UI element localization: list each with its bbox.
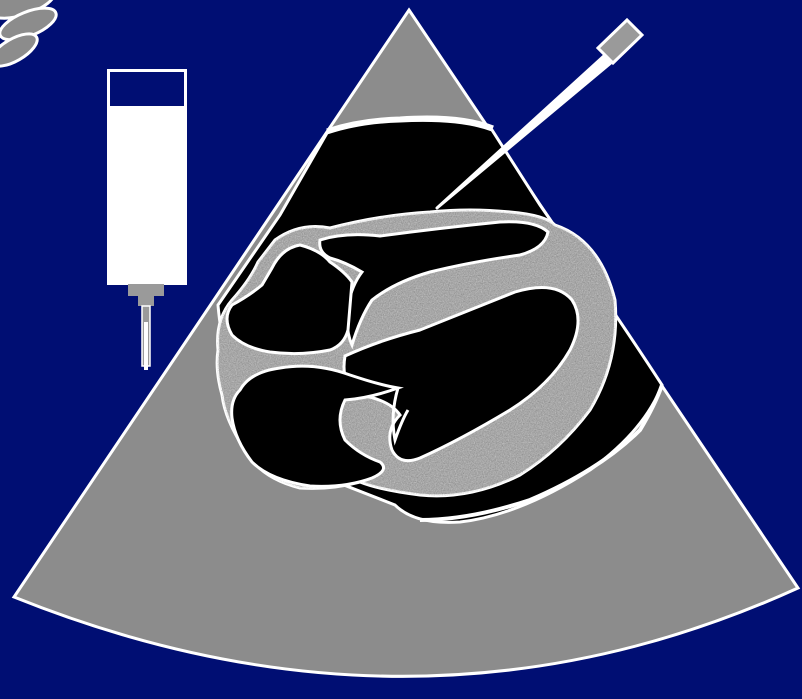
ultrasound-illustration [0,0,802,699]
